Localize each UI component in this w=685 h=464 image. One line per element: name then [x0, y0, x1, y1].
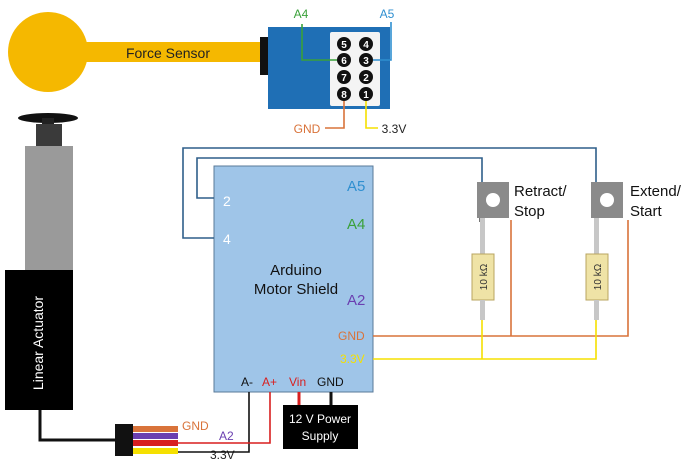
button-wires: [182, 147, 629, 360]
force-sensor-strip: [80, 42, 265, 62]
actuator-label: Linear Actuator: [30, 296, 46, 391]
label-sensor-gnd: GND: [294, 122, 321, 136]
wire-strip-gnd: [133, 426, 178, 432]
force-sensor: Force Sensor: [8, 12, 280, 92]
pin-6: 6: [337, 53, 351, 67]
actuator-collar: [36, 124, 62, 146]
label-sensor-33: 3.3V: [382, 122, 407, 136]
label-act-gnd: GND: [182, 419, 209, 433]
extend-label-1: Extend/: [630, 183, 682, 200]
wire-a5: [373, 22, 392, 61]
force-sensor-pad: [8, 12, 88, 92]
svg-text:5: 5: [341, 40, 347, 51]
actuator-cable: [38, 410, 115, 442]
label-a4: A4: [294, 7, 309, 21]
wire-gnd-bus: [373, 220, 629, 337]
shield-a4: A4: [347, 216, 365, 233]
wire-pin2-retract: [196, 157, 483, 199]
svg-text:2: 2: [363, 73, 369, 84]
wire-strip-red: [133, 440, 178, 446]
power-label-1: 12 V Power: [289, 412, 351, 426]
wire-strip-a2: [133, 433, 178, 439]
shield-pin-2: 2: [223, 193, 231, 209]
wire-a4: [301, 24, 337, 61]
pin-4: 4: [359, 37, 373, 51]
actuator-motor: [5, 270, 73, 410]
actuator-connector: [115, 424, 133, 456]
pin-7: 7: [337, 70, 351, 84]
sensor-connector: 5 4 6 3 7 2 8 1: [268, 27, 390, 109]
retract-label-1: Retract/: [514, 183, 567, 200]
shield-a-minus: A-: [241, 375, 253, 389]
resistor-extend-value: 10 kΩ: [593, 263, 604, 290]
svg-text:1: 1: [363, 90, 369, 101]
svg-text:6: 6: [341, 56, 347, 67]
shield-a-plus: A+: [262, 375, 277, 389]
label-act-33: 3.3V: [210, 448, 235, 462]
shield-title-2: Motor Shield: [254, 281, 338, 298]
svg-text:7: 7: [341, 73, 347, 84]
power-supply: 12 V Power Supply: [283, 392, 358, 449]
actuator-rod-end: [42, 118, 54, 126]
extend-label-2: Start: [630, 203, 663, 220]
shield-pin-4: 4: [223, 231, 231, 247]
shield-gnd: GND: [338, 329, 365, 343]
wire-a-minus: [178, 392, 250, 453]
svg-text:4: 4: [363, 40, 369, 51]
shield-vin: Vin: [289, 375, 306, 389]
retract-button-cap[interactable]: [486, 193, 500, 207]
wire-pin4-extend: [182, 147, 597, 239]
pin-3: 3: [359, 53, 373, 67]
svg-text:8: 8: [341, 90, 347, 101]
pin-2: 2: [359, 70, 373, 84]
pin-1: 1: [359, 87, 373, 101]
label-a5: A5: [380, 7, 395, 21]
resistor-retract-value: 10 kΩ: [479, 263, 490, 290]
motor-shield-board: [213, 165, 374, 393]
extend-button[interactable]: [591, 182, 623, 218]
power-label-2: Supply: [302, 429, 339, 443]
sensor-wires: [301, 22, 392, 129]
shield-a5: A5: [347, 178, 365, 195]
shield-title-1: Arduino: [270, 262, 322, 279]
wire-a-plus: [178, 392, 271, 444]
wire-sensor-gnd: [325, 101, 345, 129]
shield-a2: A2: [347, 292, 365, 309]
power-supply-box: [283, 405, 358, 449]
retract-label-2: Stop: [514, 203, 545, 220]
shield-gnd-bottom: GND: [317, 375, 344, 389]
actuator-body: [25, 146, 73, 270]
label-act-a2: A2: [219, 429, 234, 443]
actuator-wires: [178, 392, 271, 453]
linear-actuator: Linear Actuator: [5, 113, 178, 456]
wire-sensor-33: [365, 101, 378, 129]
force-sensor-label: Force Sensor: [126, 45, 210, 61]
retract-button[interactable]: [477, 182, 509, 222]
pin-5: 5: [337, 37, 351, 51]
motor-shield: Arduino Motor Shield 2 4 A5 A4 A2 GND 3.…: [213, 165, 374, 393]
resistor-extend: 10 kΩ: [585, 218, 609, 320]
svg-text:3: 3: [363, 56, 369, 67]
wire-33-bus: [373, 318, 597, 360]
resistor-retract: 10 kΩ: [471, 218, 495, 320]
shield-33: 3.3V: [340, 352, 365, 366]
extend-button-cap[interactable]: [600, 193, 614, 207]
wire-strip-33: [133, 448, 178, 454]
pin-8: 8: [337, 87, 351, 101]
